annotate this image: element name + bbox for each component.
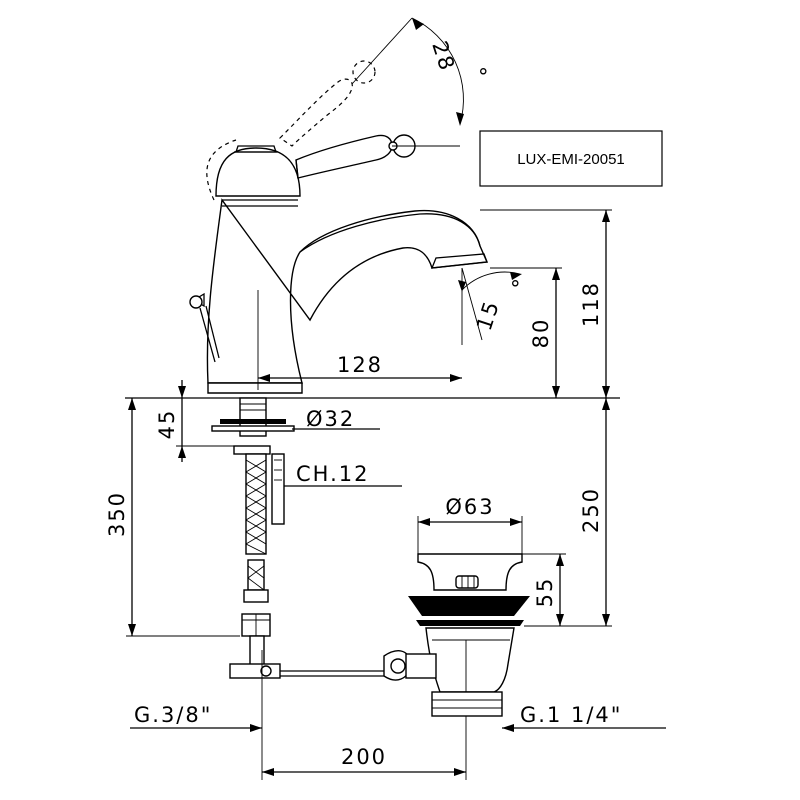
- product-code-box: LUX-EMI-20051: [479, 130, 663, 187]
- inlet-thread-value: G.3/8": [134, 703, 212, 727]
- lever-angle-value: 28: [427, 38, 459, 75]
- lever-angle-unit: °: [478, 65, 491, 89]
- spout-reach-value: 128: [337, 353, 383, 377]
- base-diameter-label: Ø32: [292, 407, 380, 431]
- spout-angle-value: 15: [472, 297, 504, 334]
- pop-up-height-value: 55: [533, 577, 557, 608]
- spout-reach-dimension: 128: [257, 290, 462, 390]
- drain-thread-value: G.1 1/4": [520, 703, 622, 727]
- pop-up-diameter-dimension: Ø63: [417, 495, 523, 556]
- base-height-value: 45: [155, 409, 179, 440]
- hex-key-value: CH.12: [296, 462, 369, 486]
- pop-up-height-dimension: 55: [522, 553, 612, 627]
- height-dimensions: 118 80: [480, 209, 612, 398]
- spout-height-value: 80: [529, 318, 553, 349]
- shank-assembly: [211, 397, 295, 700]
- spout-angle-dimension: 15 °: [458, 267, 523, 345]
- left-dimensions: 45 350: [105, 380, 242, 637]
- spout-angle-unit: °: [510, 277, 523, 301]
- hex-key-label: CH.12: [284, 462, 402, 487]
- total-height-value: 118: [579, 281, 603, 327]
- lever-handle: [295, 134, 416, 179]
- faucet-body: [189, 139, 489, 394]
- lever-angle-dimension: 28 °: [351, 17, 491, 147]
- drain-thread-label: G.1 1/4": [465, 703, 666, 780]
- product-code: LUX-EMI-20051: [517, 151, 625, 168]
- rod-length-value: 200: [341, 745, 387, 769]
- inlet-thread-label: G.3/8": [130, 700, 263, 780]
- rod-length-dimension: 200: [262, 745, 466, 776]
- pop-up-waste: [280, 553, 530, 717]
- pop-up-diameter-value: Ø63: [445, 495, 494, 519]
- lever-raised-ghost: [279, 60, 376, 147]
- drain-length-value: 250: [579, 487, 603, 533]
- drain-length-dimension: 250: [579, 398, 610, 626]
- hose-length-value: 350: [105, 491, 129, 537]
- base-diameter-value: Ø32: [306, 407, 355, 431]
